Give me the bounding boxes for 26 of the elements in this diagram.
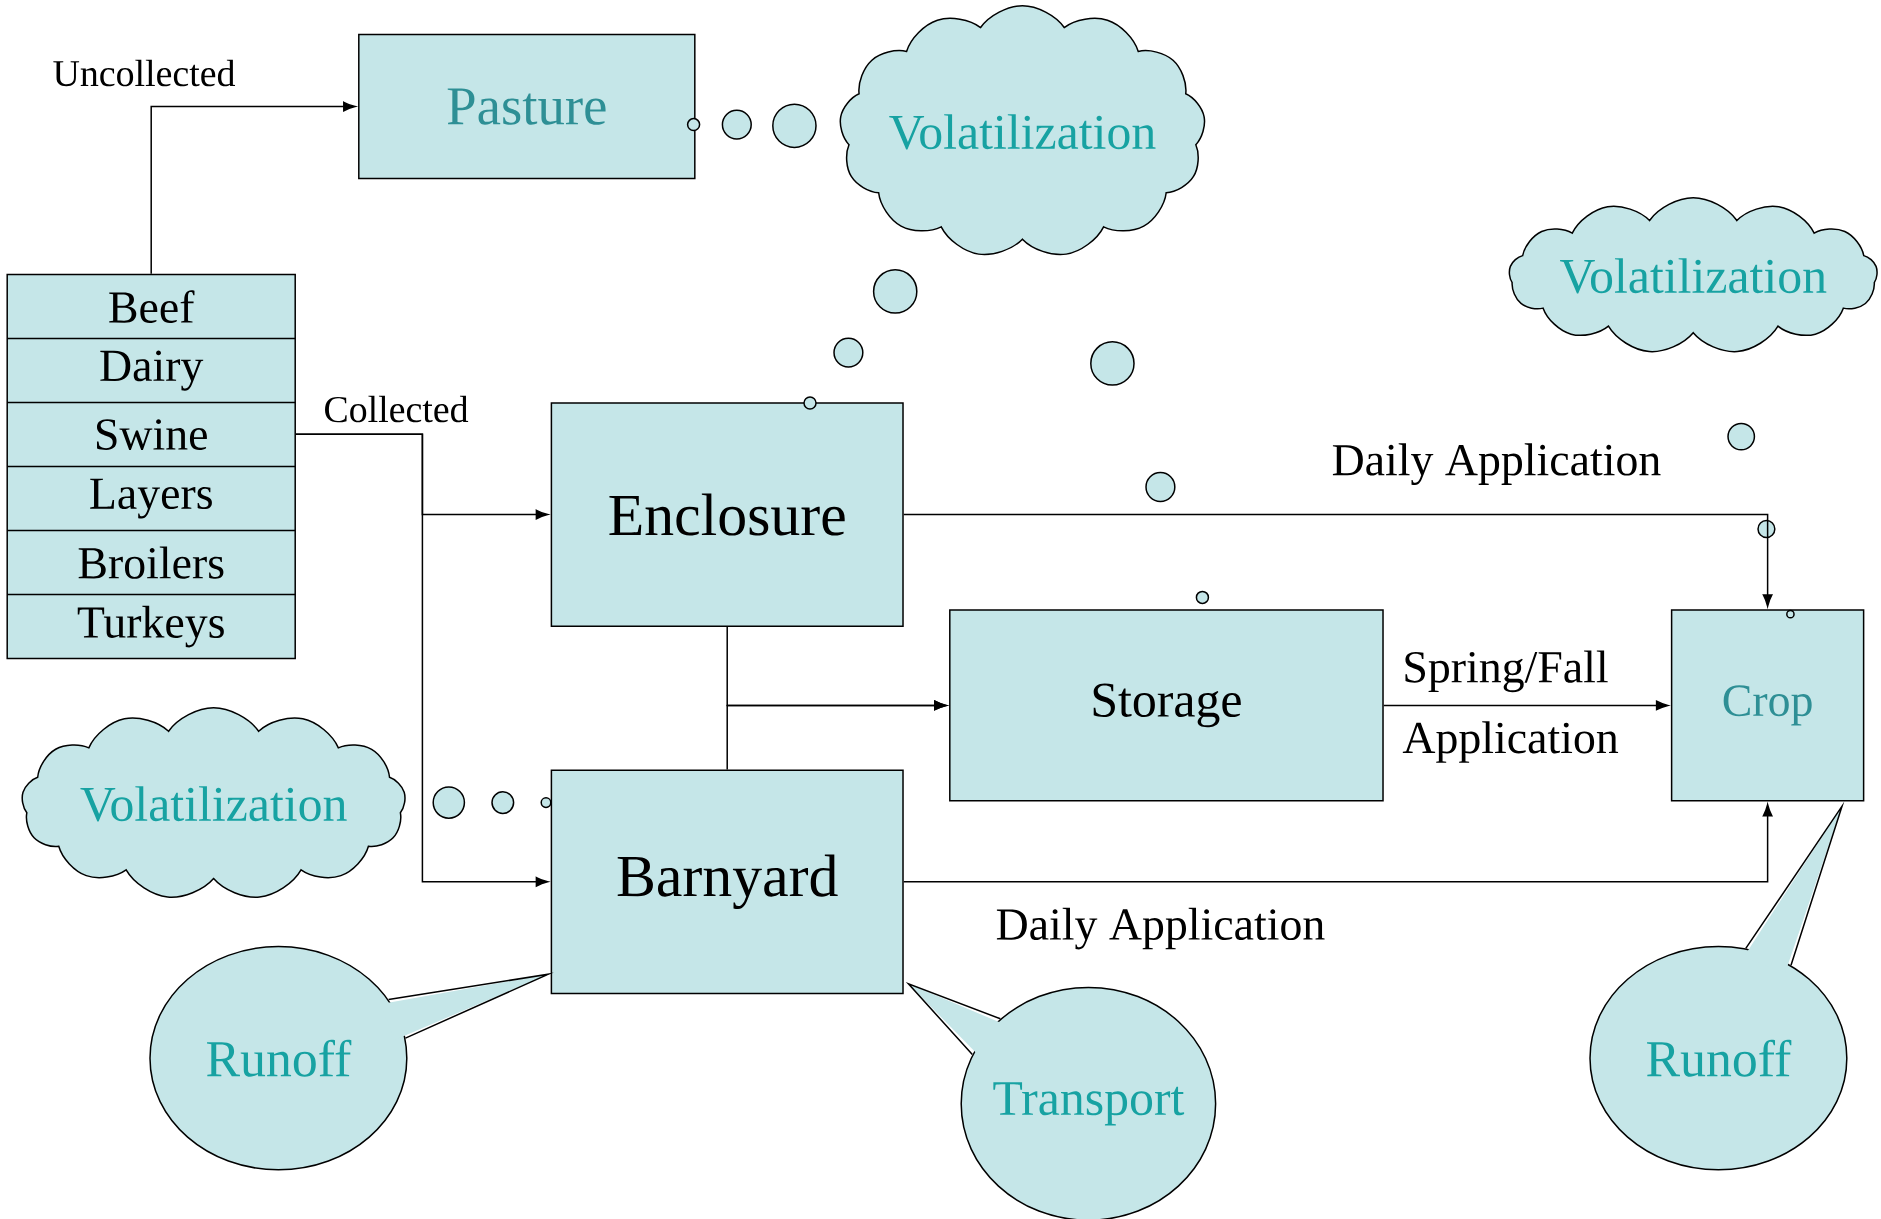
species-table [6, 273, 296, 660]
arrow [903, 513, 1773, 607]
arrow [726, 700, 947, 771]
speech-bubble: Runoff [149, 945, 554, 1171]
table-cell: Swine [97, 419, 207, 450]
table-cell: Layers [90, 478, 212, 519]
arrow [1383, 700, 1669, 711]
process-box: Enclosure [550, 402, 904, 627]
table-cell: Turkeys [77, 605, 224, 648]
process-box: Barnyard [550, 769, 904, 995]
edge-label: Spring/Fall Application [1402, 650, 1619, 763]
arrow [903, 803, 1773, 883]
table-cell: Beef [109, 290, 195, 323]
edge-label: Collected [320, 392, 472, 426]
edge-label: Daily Application [992, 904, 1329, 953]
table-cell: Dairy [100, 350, 204, 391]
arrow [295, 433, 549, 887]
speech-bubble: Transport [905, 982, 1217, 1219]
process-box: Crop [1670, 609, 1865, 802]
arrow [150, 101, 356, 275]
table-cell: Broilers [78, 546, 224, 579]
edge-label: Uncollected [49, 56, 239, 90]
process-box: Pasture [358, 33, 696, 180]
speech-bubble: Runoff [1589, 801, 1848, 1171]
edge-label: Daily Application [1328, 440, 1665, 489]
process-box: Storage [949, 609, 1384, 802]
